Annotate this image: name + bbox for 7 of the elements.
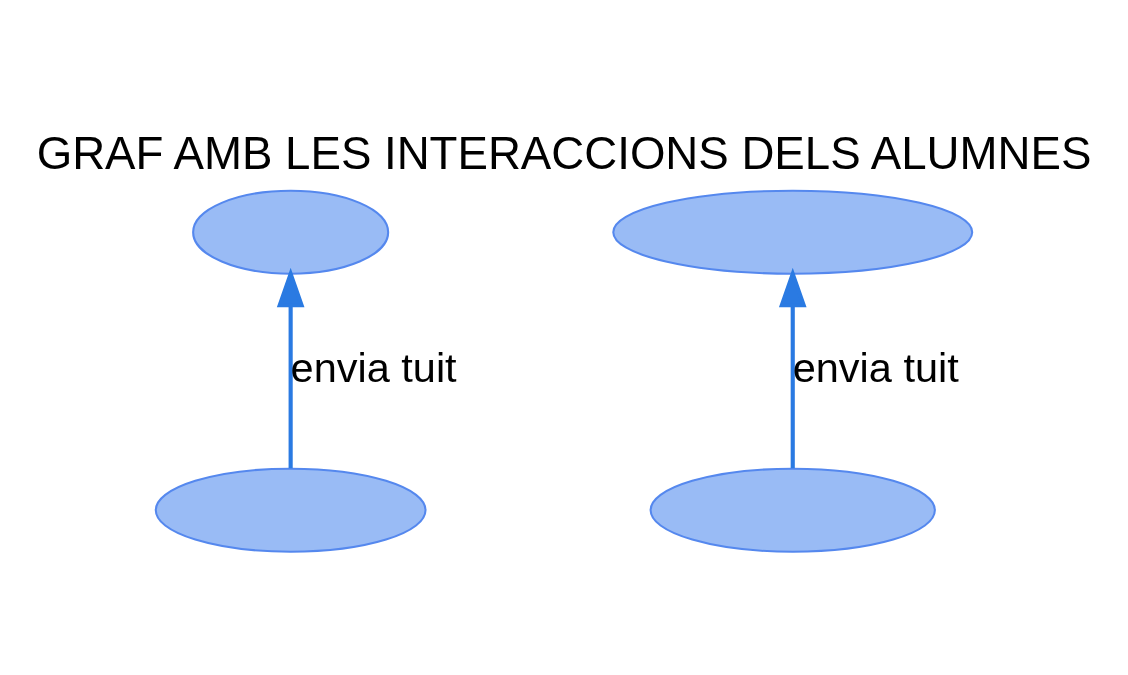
diagram-title: GRAF AMB LES INTERACCIONS DELS ALUMNES (36, 127, 1092, 179)
node-ellipse (649, 467, 936, 553)
arrow (778, 267, 807, 468)
arrow (276, 267, 305, 468)
node-ellipse (612, 189, 974, 275)
node-ellipse (192, 189, 390, 275)
node-ellipse (154, 467, 427, 553)
